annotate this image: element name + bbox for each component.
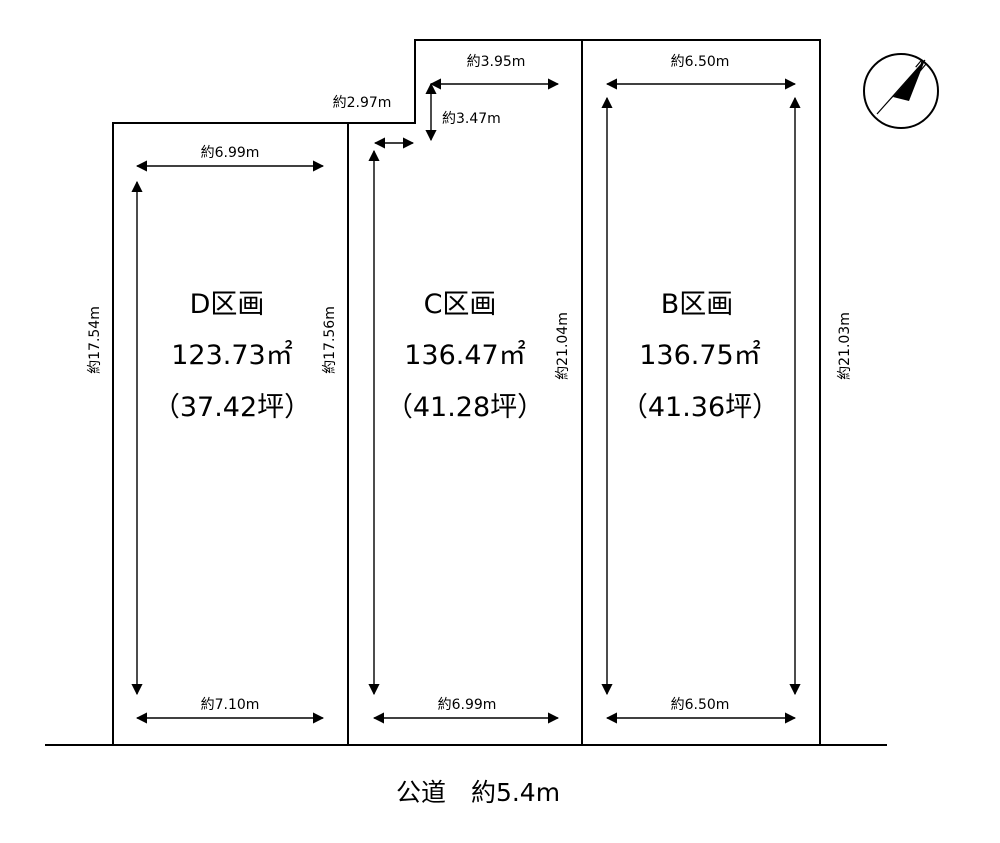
lot-b-outline	[582, 39, 821, 745]
d-left-dim-label: 約17.54m	[87, 306, 103, 374]
lot-c-tsubo: （41.28坪）	[386, 392, 544, 423]
lot-b-tsubo: （41.36坪）	[621, 392, 779, 423]
c-bottom-dim-label: 約6.99m	[438, 697, 497, 713]
d-top-dim-label: 約6.99m	[201, 145, 260, 161]
north-arrow-compass-icon: N	[863, 53, 939, 129]
lot-d-area: 123.73㎡	[171, 340, 292, 371]
lot-d-outline	[112, 122, 349, 745]
lot-b-name: B区画	[661, 289, 734, 320]
c-step-height-label: 約3.47m	[442, 111, 501, 127]
lot-c-area: 136.47㎡	[404, 340, 525, 371]
c-right-dim-label: 約21.04m	[555, 312, 571, 380]
c-step-width-label: 約2.97m	[333, 95, 392, 111]
lot-c-outline	[348, 39, 583, 745]
b-top-dim-label: 約6.50m	[671, 54, 730, 70]
lot-d-name: D区画	[190, 289, 265, 320]
d-right-dim-label: 約17.56m	[322, 306, 338, 374]
b-bottom-dim-label: 約6.50m	[671, 697, 730, 713]
lot-b-area: 136.75㎡	[639, 340, 760, 371]
c-top-dim-label: 約3.95m	[467, 54, 526, 70]
b-right-dim-label: 約21.03m	[837, 312, 853, 380]
road-label: 公道 約5.4m	[396, 778, 560, 807]
d-bottom-dim-label: 約7.10m	[201, 697, 260, 713]
lot-d-tsubo: （37.42坪）	[153, 392, 311, 423]
lot-c-name: C区画	[424, 289, 497, 320]
